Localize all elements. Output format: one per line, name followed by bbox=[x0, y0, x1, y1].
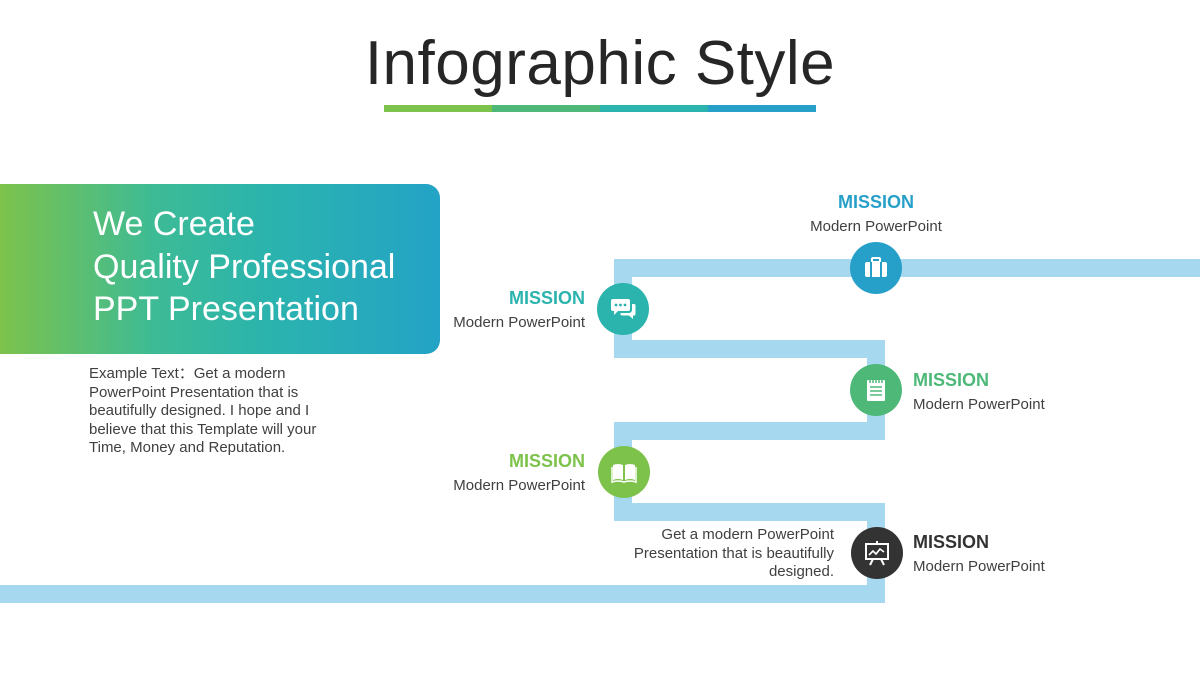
chat-icon bbox=[611, 299, 636, 319]
title-underline bbox=[384, 105, 816, 112]
mission-title-1: MISSION bbox=[837, 192, 914, 212]
underline-segment-mid-green bbox=[492, 105, 600, 112]
hero-line-1: We Create bbox=[93, 205, 255, 243]
final-description: Get a modern PowerPoint Presentation tha… bbox=[633, 526, 834, 580]
mission-title-5: MISSION bbox=[913, 532, 990, 552]
mission-node-1 bbox=[850, 242, 902, 294]
underline-segment-blue bbox=[708, 105, 816, 112]
mission-subtitle-2: Modern PowerPoint bbox=[453, 314, 585, 331]
underline-segment-teal bbox=[600, 105, 708, 112]
notepad-icon bbox=[867, 379, 885, 401]
mission-node-5 bbox=[851, 527, 903, 579]
hero-banner bbox=[0, 184, 440, 354]
mission-title-3: MISSION bbox=[913, 370, 990, 390]
mission-subtitle-5: Modern PowerPoint bbox=[913, 558, 1045, 575]
mission-title-2: MISSION bbox=[508, 288, 585, 308]
underline-segment-green bbox=[384, 105, 492, 112]
presentation-board-icon bbox=[865, 541, 889, 566]
page-title: Infographic Style bbox=[364, 29, 836, 98]
mission-title-4: MISSION bbox=[508, 451, 585, 471]
mission-subtitle-3: Modern PowerPoint bbox=[913, 396, 1045, 413]
briefcase-icon bbox=[865, 257, 887, 277]
hero-line-2: Quality Professional bbox=[93, 248, 396, 286]
mission-subtitle-4: Modern PowerPoint bbox=[453, 477, 585, 494]
mission-node-2 bbox=[597, 283, 649, 335]
hero-line-3: PPT Presentation bbox=[93, 290, 359, 328]
mission-subtitle-1: Modern PowerPoint bbox=[810, 218, 942, 235]
example-text: Example Text：Get a modern PowerPoint Pre… bbox=[89, 365, 317, 456]
mission-node-3 bbox=[850, 364, 902, 416]
mission-node-4 bbox=[598, 446, 650, 498]
book-icon bbox=[611, 464, 637, 484]
